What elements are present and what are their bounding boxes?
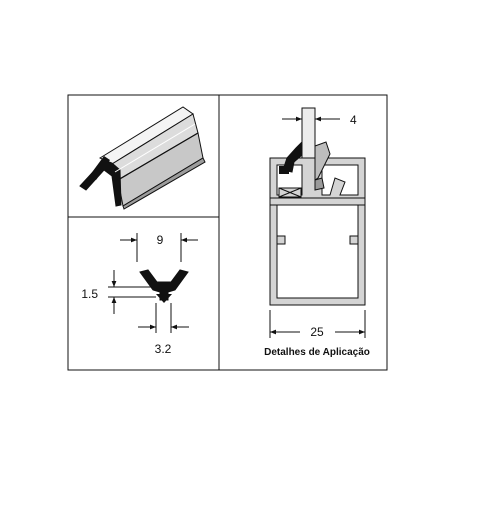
dimension-top-width [120,233,198,262]
dimension-lip-height-label: 1.5 [81,287,98,301]
dimension-glass-thickness-label: 4 [350,113,357,127]
dimension-lip-height [108,270,156,314]
gasket-perspective-view [79,106,206,210]
drawing-frame [67,94,388,371]
dimension-stem-width [138,303,189,333]
application-caption: Detalhes de Aplicação [264,347,370,358]
dimension-profile-width-label: 25 [310,325,324,339]
dimension-stem-width-label: 3.2 [155,342,172,356]
dimension-top-width-label: 9 [157,233,164,247]
application-detail [269,107,366,306]
gasket-cross-section [139,269,189,303]
dimension-profile-width [269,310,366,338]
